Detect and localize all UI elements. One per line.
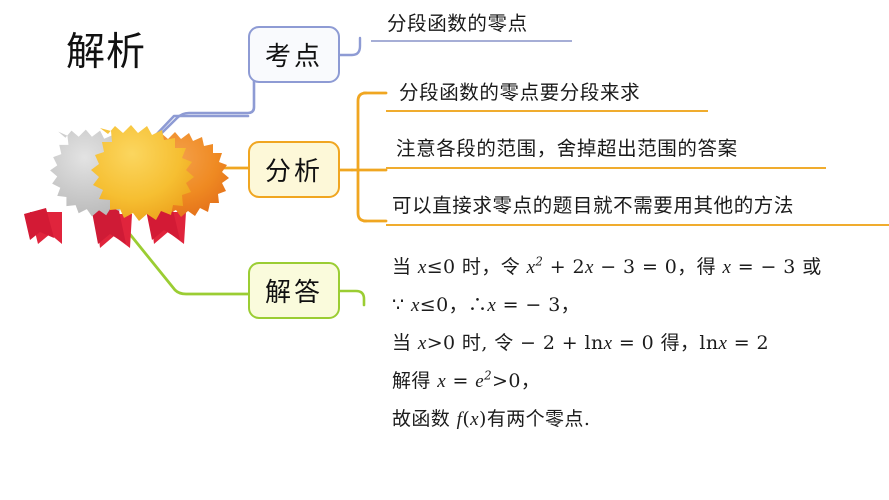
badge-cluster-shapes xyxy=(24,125,229,248)
rule-kaodian-1 xyxy=(371,40,572,42)
solution-block: 当 x≤0 时，令 x2 + 2x − 3 = 0，得 x = − 3 或 ∵ … xyxy=(392,252,888,431)
node-kaodian-label: 考点 xyxy=(264,42,323,72)
leaf-kaodian-1: 分段函数的零点 xyxy=(387,12,528,35)
solution-line-3: 当 x>0 时, 令 − 2 + lnx = 0 得，lnx = 2 xyxy=(392,332,770,354)
ribbon-tails xyxy=(24,206,186,248)
solution-line-4: 解得 x = e2>0， xyxy=(392,368,541,392)
badge-grey xyxy=(50,129,141,217)
connector-jieda xyxy=(118,220,250,296)
center-node-label: 解析 xyxy=(65,30,146,75)
leaf-fenxi-3: 可以直接求零点的题目就不需要用其他的方法 xyxy=(392,194,795,217)
node-jieda-label: 解答 xyxy=(264,278,323,308)
node-kaodian[interactable]: 考点 xyxy=(248,26,340,83)
node-jieda[interactable]: 解答 xyxy=(248,262,340,319)
badge-gold xyxy=(91,125,194,221)
leaf-fenxi-2: 注意各段的范围，舍掉超出范围的答案 xyxy=(396,137,738,160)
solution-line-2: ∵ x≤0，∴x = − 3， xyxy=(392,294,581,316)
bracket-fenxi xyxy=(356,91,368,223)
connector-jieda-out xyxy=(338,289,366,307)
solution-line-1: 当 x≤0 时，令 x2 + 2x − 3 = 0，得 x = − 3 或 xyxy=(392,254,822,278)
connector-kaodian-leg xyxy=(116,114,250,177)
rule-fenxi-3 xyxy=(386,224,889,226)
leaf-fenxi-1: 分段函数的零点要分段来求 xyxy=(399,81,641,104)
node-fenxi-label: 分析 xyxy=(264,157,323,187)
rule-fenxi-2 xyxy=(386,167,826,169)
node-fenxi[interactable]: 分析 xyxy=(248,141,340,198)
rule-fenxi-1 xyxy=(386,110,708,112)
connector-kaodian-stub xyxy=(185,54,248,113)
solution-line-5: 故函数 f(x)有两个零点. xyxy=(392,408,591,430)
connector-kaodian-out xyxy=(338,36,362,57)
badge-orange xyxy=(140,132,229,217)
